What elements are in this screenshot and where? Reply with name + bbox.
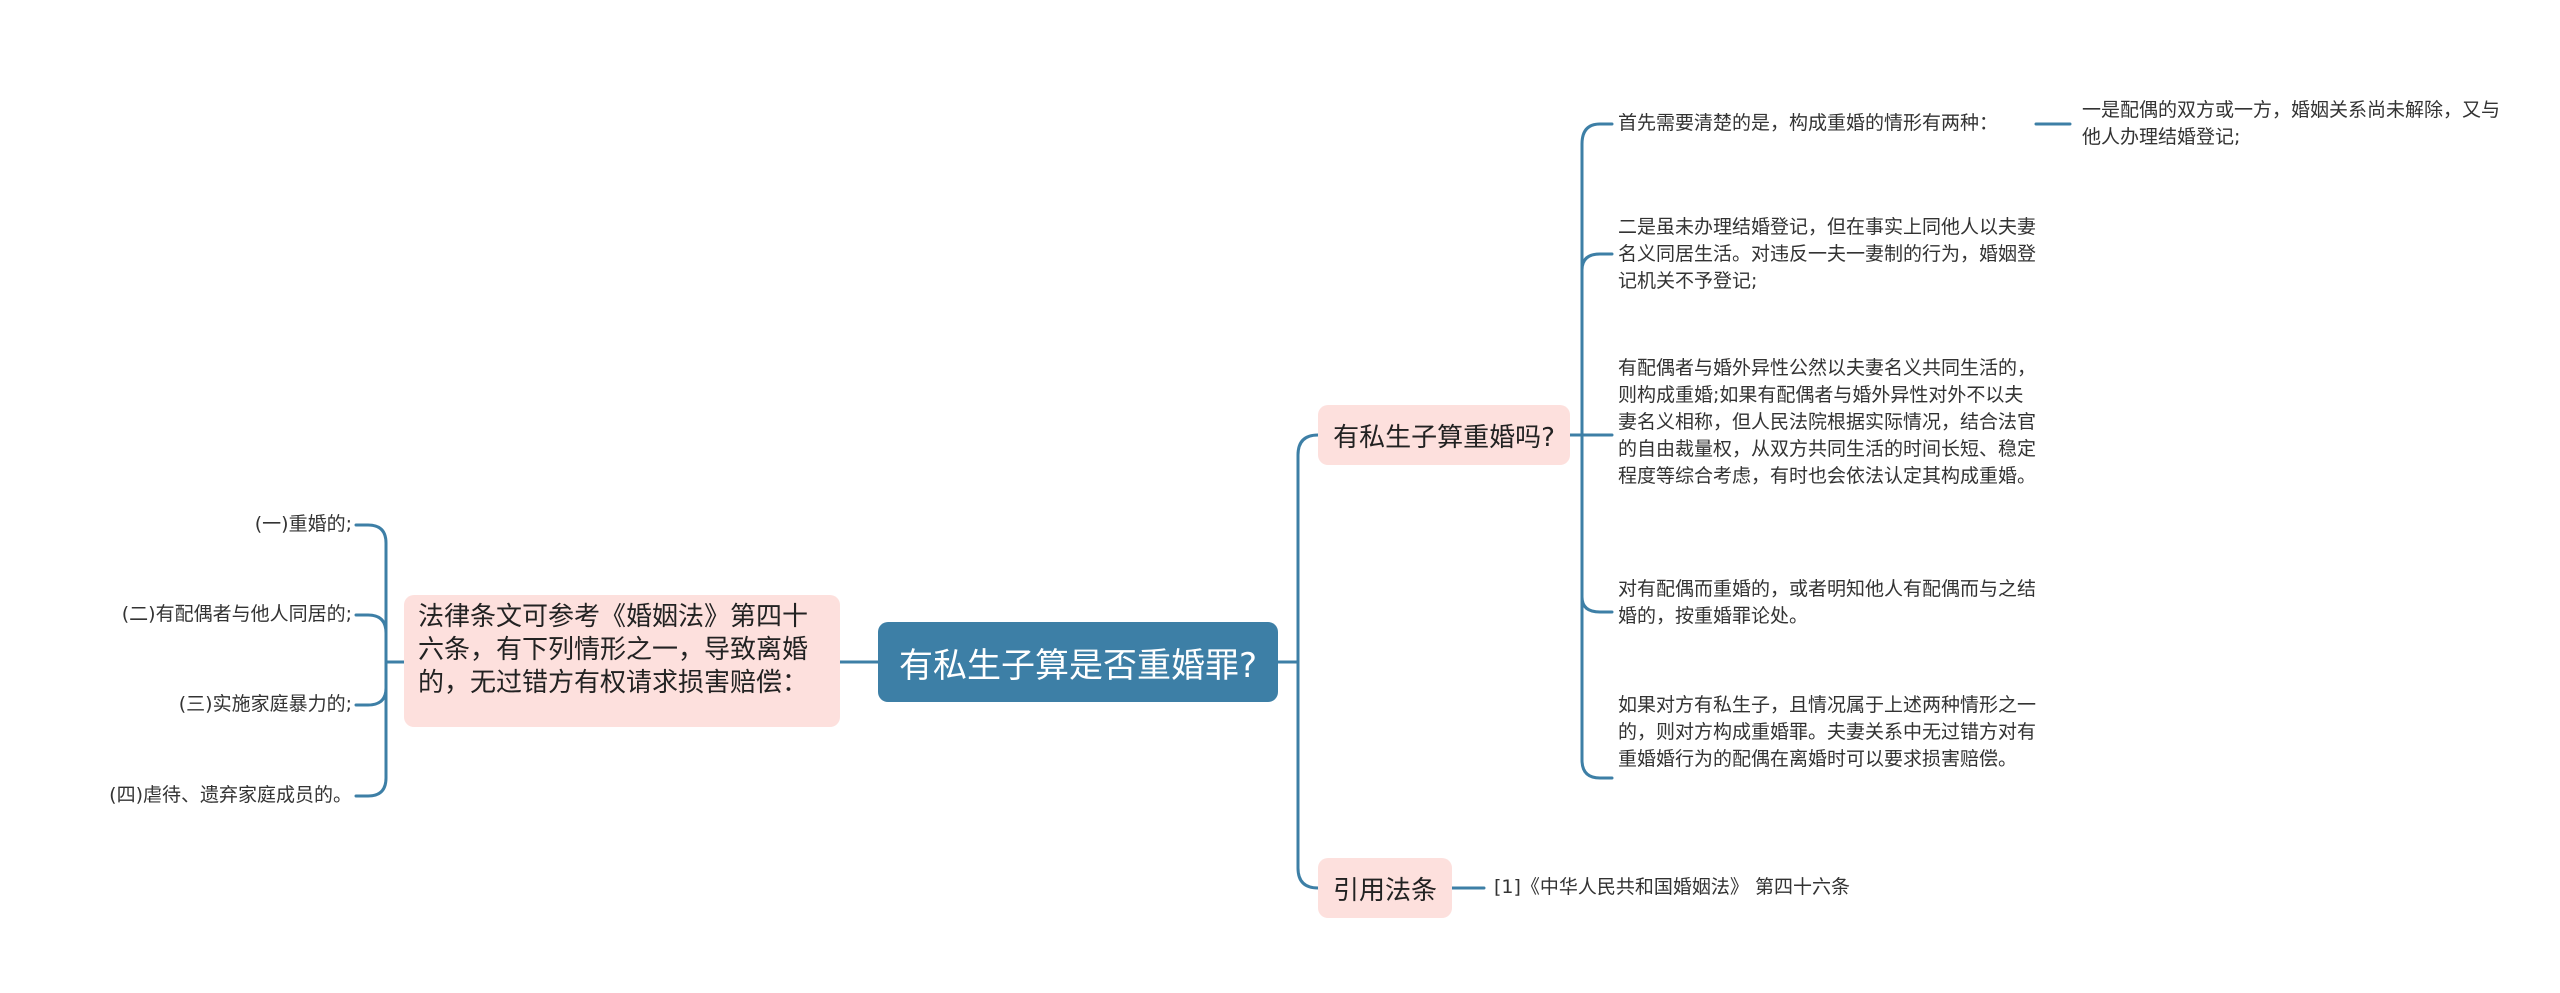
leaf-node-bigamy-case-one[interactable]: 一是配偶的双方或一方，婚姻关系尚未解除，又与他人办理结婚登记;: [2082, 99, 2501, 148]
leaf-node-item-4[interactable]: (四)虐待、遗弃家庭成员的。: [109, 784, 352, 806]
leaf-node-bigamy-intro[interactable]: 首先需要清楚的是，构成重婚的情形有两种：: [1618, 112, 1999, 134]
leaf-node-illegitimate-child[interactable]: 如果对方有私生子，且情况属于上述两种情形之一的，则对方构成重婚罪。夫妻关系中无过…: [1618, 694, 2037, 770]
branch-node-law-ref[interactable]: 引用法条: [1318, 858, 1452, 918]
leaf-node-bigamy-crime[interactable]: 对有配偶而重婚的，或者明知他人有配偶而与之结婚的，按重婚罪论处。: [1618, 578, 2037, 627]
leaf-node-item-2[interactable]: (二)有配偶者与他人同居的;: [121, 603, 352, 625]
leaf-node-item-3[interactable]: (三)实施家庭暴力的;: [178, 693, 352, 715]
leaf-node-bigamy-case-two[interactable]: 二是虽未办理结婚登记，但在事实上同他人以夫妻名义同居生活。对违反一夫一妻制的行为…: [1618, 216, 2037, 292]
leaf-node-item-1[interactable]: (一)重婚的;: [254, 513, 352, 535]
branch-node-law-article[interactable]: 法律条文可参考《婚姻法》第四十六条，有下列情形之一，导致离婚的，无过错方有权请求…: [404, 595, 840, 727]
branch-node-question[interactable]: 有私生子算重婚吗?: [1318, 405, 1570, 465]
leaf-node-cohabitation[interactable]: 有配偶者与婚外异性公然以夫妻名义共同生活的，则构成重婚;如果有配偶者与婚外异性对…: [1618, 357, 2037, 487]
root-node[interactable]: 有私生子算是否重婚罪?: [878, 622, 1278, 702]
leaf-node-law-citation[interactable]: [1]《中华人民共和国婚姻法》 第四十六条: [1494, 876, 1850, 898]
